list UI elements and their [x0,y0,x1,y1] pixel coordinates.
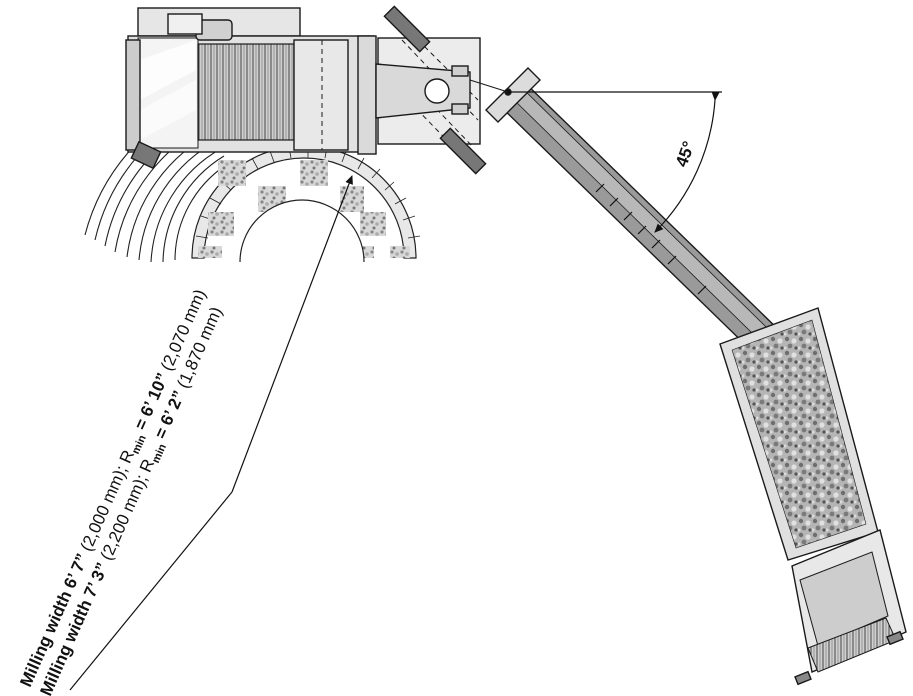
turning-arc-lines [84,94,227,263]
angle-label: 45° [672,139,699,170]
radius-indicator [69,175,353,691]
milled-arc [191,145,421,263]
milling-machine [125,5,487,175]
dump-truck [719,307,907,686]
milling-width-label-1: Milling width 6’ 7” (2,000 mm); Rmin = 6… [16,286,212,690]
angle-annotation [508,91,722,233]
milling-width-label-2: Milling width 7’ 3” (2,200 mm); Rmin = 6… [36,304,228,696]
